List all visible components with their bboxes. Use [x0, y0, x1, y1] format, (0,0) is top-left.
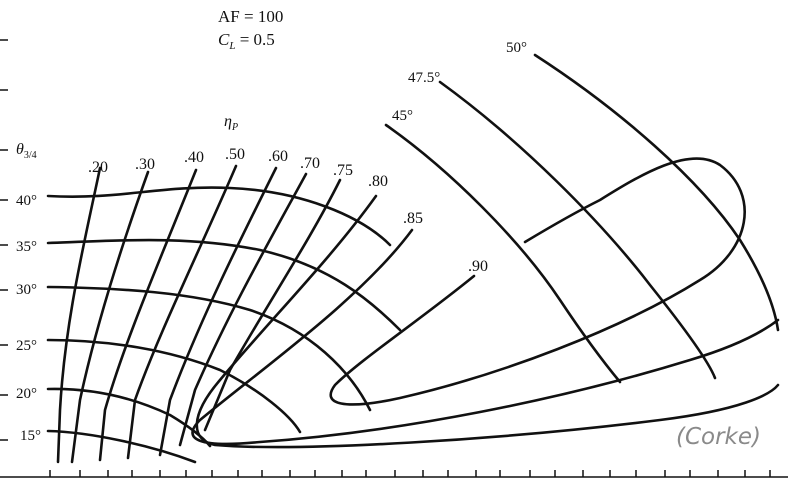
- chart-axes: [0, 39, 788, 478]
- y-tick-label: 15°: [20, 428, 41, 444]
- eta-label-20: .20: [88, 159, 108, 176]
- eta-label-75: .75: [333, 162, 353, 179]
- y-axis-label: θ3/4: [16, 141, 37, 161]
- eta-label-70: .70: [300, 155, 320, 172]
- subtitle-l: L: [228, 40, 235, 52]
- y-tick-label: 25°: [16, 338, 37, 354]
- eta-contour-75: [203, 178, 342, 432]
- eta-label-30: .30: [135, 156, 155, 173]
- eta-contour-50: [126, 164, 238, 460]
- chart-subtitle: CL = 0.5: [218, 30, 275, 52]
- eta-contour-80: [195, 194, 780, 449]
- y-tick-label: 35°: [16, 239, 37, 255]
- pitch-line-40: [46, 186, 392, 247]
- pitch-line-47: [438, 80, 717, 380]
- subtitle-c: C: [218, 30, 230, 49]
- chart-title: AF = 100: [218, 7, 283, 26]
- eta-contour-90: [329, 157, 746, 406]
- pitch-labels: 45° 47.5° 50°: [392, 40, 527, 124]
- eta-label-40: .40: [184, 149, 204, 166]
- y-tick-label: 30°: [16, 282, 37, 298]
- eta-contour-30: [70, 170, 150, 464]
- pitch-line-25: [46, 338, 302, 434]
- y-tick-label: 20°: [16, 386, 37, 402]
- subtitle-value: = 0.5: [235, 30, 274, 49]
- y-tick-label: 40°: [16, 193, 37, 209]
- chart-curves: [46, 53, 780, 464]
- pitch-line-20: [46, 387, 212, 448]
- pitch-label-475: 47.5°: [408, 70, 440, 86]
- pitch-line-35: [46, 238, 402, 332]
- eta-label-50: .50: [225, 146, 245, 163]
- pitch-line-15: [46, 429, 197, 464]
- pitch-label-45: 45°: [392, 108, 413, 124]
- pitch-line-50: [533, 53, 780, 332]
- pitch-label-50: 50°: [506, 40, 527, 56]
- eta-contour-60: [158, 166, 278, 457]
- eta-label-60: .60: [268, 148, 288, 165]
- efficiency-labels: .20 .30 .40 .50 .60 .70 .75 .80 .85 .90: [88, 146, 488, 275]
- eta-label: ηP: [224, 113, 238, 133]
- eta-contour-85: [191, 228, 780, 446]
- eta-sub: P: [231, 122, 238, 133]
- eta-label-80: .80: [368, 173, 388, 190]
- y-tick-labels: 40° 35° 30° 25° 20° 15°: [16, 193, 41, 444]
- eta-label-90: .90: [468, 258, 488, 275]
- eta-contour-40: [98, 168, 198, 462]
- eta-symbol: η: [224, 113, 232, 130]
- eta-contour-20: [56, 166, 102, 464]
- theta-symbol: θ: [16, 141, 24, 158]
- citation: (Corke): [676, 424, 761, 450]
- theta-sub: 3/4: [24, 150, 37, 161]
- pitch-line-45: [384, 123, 622, 384]
- eta-contour-70: [178, 172, 308, 447]
- eta-label-85: .85: [403, 210, 423, 227]
